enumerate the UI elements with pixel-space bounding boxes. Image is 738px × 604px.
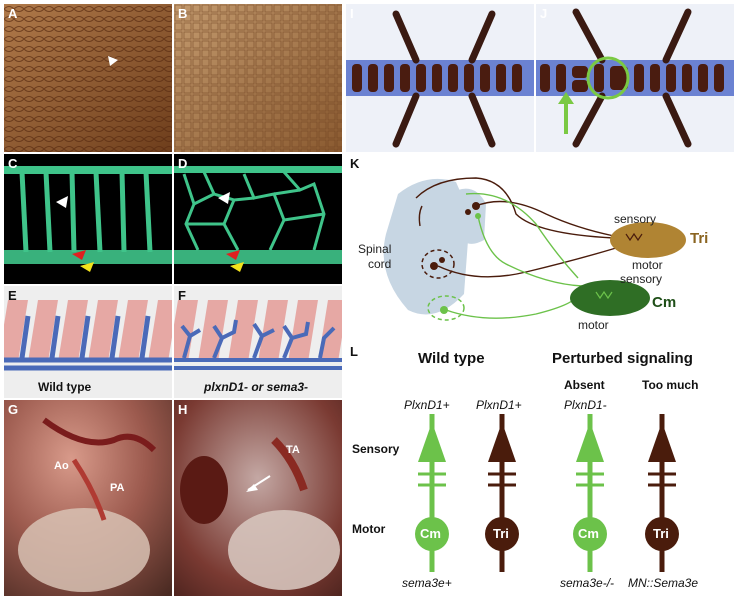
arrow-icon bbox=[246, 484, 258, 492]
panel-i: I bbox=[346, 4, 534, 152]
perturbed-header: Perturbed signaling bbox=[552, 350, 693, 367]
panel-h-label: H bbox=[178, 402, 188, 417]
highlight-circle-icon bbox=[586, 56, 630, 100]
white-arrowhead-icon bbox=[218, 192, 230, 204]
cm-motor-neuron-1 bbox=[415, 517, 449, 551]
panel-i-label: I bbox=[350, 6, 354, 21]
panel-b-label: B bbox=[178, 6, 188, 21]
yellow-arrowhead-icon bbox=[80, 262, 94, 272]
panel-h-image bbox=[174, 400, 342, 596]
spinal-label-line2: cord bbox=[368, 257, 392, 271]
panel-g: G Ao PA bbox=[4, 400, 172, 596]
tri-neuron-label-1: Tri bbox=[493, 526, 509, 541]
panel-d-image bbox=[174, 154, 342, 284]
tri-label: Tri bbox=[690, 230, 709, 247]
panel-c-label: C bbox=[8, 156, 18, 171]
sema3e-wt-label: sema3e+ bbox=[402, 576, 452, 590]
cm-muscle-shape bbox=[570, 280, 650, 316]
plxnd1-absent: PlxnD1- bbox=[564, 398, 607, 412]
pulmonary-artery-label: PA bbox=[110, 482, 125, 494]
yellow-arrowhead-icon bbox=[230, 262, 244, 272]
panel-c: C bbox=[4, 154, 172, 284]
panel-l-label: L bbox=[350, 344, 358, 359]
panel-j-label: J bbox=[540, 6, 548, 21]
panel-b: B bbox=[174, 4, 342, 152]
panel-f-caption: plxnD1- or sema3- bbox=[204, 380, 309, 394]
panel-g-label: G bbox=[8, 402, 19, 417]
motor-bottom-label: motor bbox=[578, 318, 609, 332]
plxnd1-wt-brown: PlxnD1+ bbox=[476, 398, 522, 412]
sensory-row-label: Sensory bbox=[352, 442, 400, 456]
sensory-top-label: sensory bbox=[614, 212, 657, 226]
tri-motor-neuron-1 bbox=[485, 517, 519, 551]
white-arrowhead-icon bbox=[56, 196, 68, 208]
motor-top-label: motor bbox=[632, 258, 663, 272]
wild-type-header: Wild type bbox=[418, 350, 485, 367]
panel-b-image bbox=[174, 4, 342, 152]
panel-e: E Wild type bbox=[4, 286, 172, 398]
sensory-triangle-brown bbox=[488, 422, 516, 462]
panel-e-caption: Wild type bbox=[38, 380, 92, 394]
tri-motor-neuron-2 bbox=[645, 517, 679, 551]
panel-c-image bbox=[4, 154, 172, 284]
panel-k: K Spinal cord sensory motor Tri sensory … bbox=[346, 154, 734, 340]
panel-f-label: F bbox=[178, 288, 186, 303]
sema3e-ko-label: sema3e-/- bbox=[560, 576, 615, 590]
panel-g-image bbox=[4, 400, 172, 596]
too-much-header: Too much bbox=[642, 378, 699, 392]
tri-muscle-shape bbox=[610, 222, 686, 258]
panel-a: A bbox=[4, 4, 172, 152]
panel-h: H TA bbox=[174, 400, 342, 596]
panel-d-label: D bbox=[178, 156, 188, 171]
arrowhead-icon bbox=[108, 56, 118, 66]
tri-neuron-label-2: Tri bbox=[653, 526, 669, 541]
panel-j-image bbox=[536, 4, 734, 152]
aorta-label: Ao bbox=[54, 460, 69, 472]
panel-k-diagram bbox=[383, 177, 686, 321]
spinal-label-line1: Spinal bbox=[358, 242, 392, 256]
panel-e-label: E bbox=[8, 288, 17, 303]
mn-sema3e-label: MN::Sema3e bbox=[628, 576, 699, 590]
panel-k-label: K bbox=[350, 156, 360, 171]
panel-a-image bbox=[4, 4, 172, 152]
cm-label: Cm bbox=[652, 294, 677, 311]
panel-a-label: A bbox=[8, 6, 18, 21]
absent-header: Absent bbox=[564, 378, 605, 392]
red-arrowhead-icon bbox=[226, 250, 240, 260]
cm-neuron-label-1: Cm bbox=[420, 526, 441, 541]
spinal-cord-shape bbox=[383, 178, 470, 315]
red-arrowhead-icon bbox=[72, 250, 86, 260]
panel-f: F plxnD1- or sema3- bbox=[174, 286, 342, 398]
cm-neuron-label-2: Cm bbox=[578, 526, 599, 541]
plxnd1-wt-green: PlxnD1+ bbox=[404, 398, 450, 412]
cm-motor-neuron-2 bbox=[573, 517, 607, 551]
panel-i-image bbox=[346, 4, 534, 152]
panel-j: J bbox=[536, 4, 734, 152]
motor-row-label: Motor bbox=[352, 522, 386, 536]
panel-e-diagram bbox=[4, 286, 172, 398]
panel-l-diagram bbox=[415, 414, 679, 572]
sensory-bottom-label: sensory bbox=[620, 272, 663, 286]
panel-d: D bbox=[174, 154, 342, 284]
sensory-triangle-green bbox=[418, 422, 446, 462]
panel-l: L Wild type Perturbed signaling Absent T… bbox=[346, 342, 734, 596]
panel-f-diagram bbox=[174, 286, 342, 398]
truncus-arteriosus-label: TA bbox=[286, 444, 300, 456]
